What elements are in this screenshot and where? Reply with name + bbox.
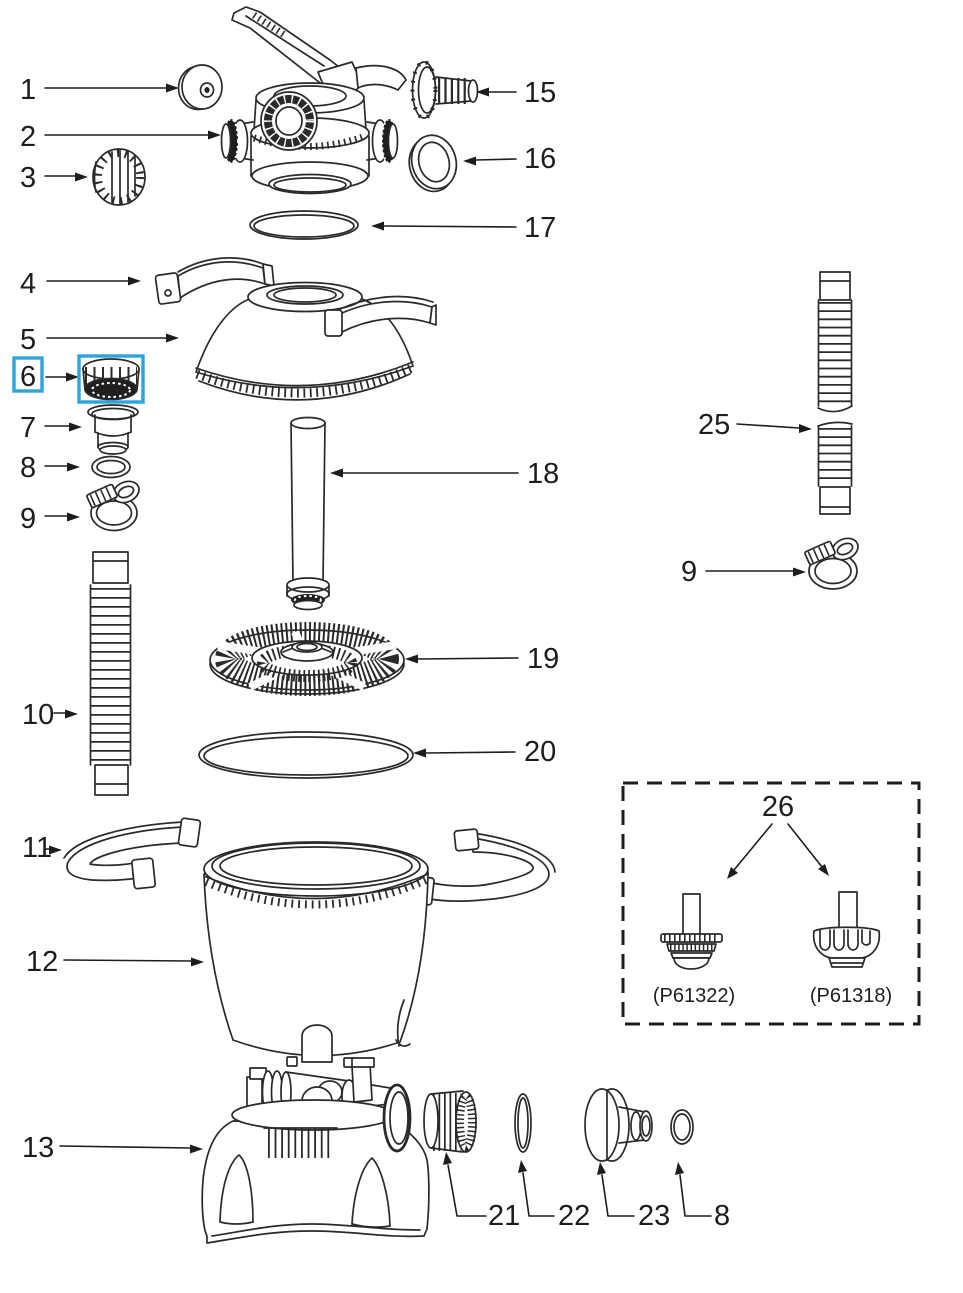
part-26-code-p61322: (P61322) — [653, 985, 735, 1007]
part-2-multiport-valve-drawing — [220, 6, 407, 195]
callout-lines — [44, 83, 829, 1217]
part-17-o-ring-drawing — [249, 210, 359, 240]
part-4-clamp-half-drawing — [154, 257, 275, 305]
part-3-knurled-cap-drawing — [92, 148, 146, 206]
part-16-seal-ring-drawing — [408, 134, 458, 193]
callout-12-label: 12 — [26, 946, 58, 978]
part-25-drain-hose-drawing — [817, 271, 853, 515]
part-10-hose-drawing — [89, 551, 132, 796]
part-1-gauge-cap-drawing — [177, 64, 223, 111]
part-11-clamp-ring-drawing — [63, 817, 556, 906]
callout-labels: 1 2 3 4 5 6 7 8 9 10 11 12 13 15 16 17 1… — [20, 74, 892, 1232]
callout-19-label: 19 — [527, 643, 559, 675]
callout-20-label: 20 — [524, 736, 556, 768]
part-19-filter-screen-drawing — [209, 622, 405, 696]
part-23-outlet-fitting-drawing — [584, 1088, 653, 1162]
callout-6-label: 6 — [20, 361, 36, 393]
part-5-tank-lid-drawing — [195, 281, 437, 401]
callout-25-label: 25 — [698, 409, 730, 441]
part-9-hose-clamp-drawing — [86, 480, 140, 532]
callout-13-label: 13 — [22, 1132, 54, 1164]
part-15-barb-fitting-drawing — [410, 60, 479, 120]
part-26-code-p61318: (P61318) — [810, 985, 892, 1007]
callout-18-label: 18 — [527, 458, 559, 490]
part-6-collar-nut-drawing — [82, 358, 140, 401]
callout-9b-label: 9 — [681, 556, 697, 588]
callout-7-label: 7 — [20, 412, 36, 444]
part-22-o-ring-drawing — [514, 1093, 532, 1153]
part-7-adapter-fitting-drawing — [87, 404, 139, 455]
callout-8b-label: 8 — [714, 1200, 730, 1232]
part-12-filter-tank-drawing — [203, 841, 429, 1068]
callout-9-label: 9 — [20, 503, 36, 535]
callout-5-label: 5 — [20, 324, 36, 356]
callout-4-label: 4 — [20, 268, 36, 300]
part-21-strainer-basket-drawing — [423, 1090, 477, 1153]
highlight-box-part-6 — [77, 354, 145, 404]
part-8-o-ring-bottom-drawing — [670, 1109, 694, 1145]
callout-11-label: 11 — [22, 832, 52, 864]
callout-26-label: 26 — [762, 791, 794, 823]
callout-2-label: 2 — [20, 121, 36, 153]
part-18-standpipe-drawing — [286, 416, 330, 611]
callout-15-label: 15 — [524, 77, 556, 109]
callout-3-label: 3 — [20, 162, 36, 194]
callout-1-label: 1 — [20, 74, 36, 106]
callout-10-label: 10 — [22, 699, 54, 731]
part-26-adapter-variant-a-drawing — [660, 893, 723, 970]
part-20-tank-o-ring-drawing — [198, 731, 414, 779]
callout-23-label: 23 — [638, 1200, 670, 1232]
callout-17-label: 17 — [524, 212, 556, 244]
callout-16-label: 16 — [524, 143, 556, 175]
callout-8-label: 8 — [20, 452, 36, 484]
highlight-box-label-6 — [12, 356, 44, 393]
part-26-adapter-variant-b-drawing — [812, 891, 881, 968]
part-8-o-ring-drawing — [91, 455, 131, 479]
part-9-hose-clamp-right-drawing — [804, 537, 859, 590]
callout-21-label: 21 — [488, 1200, 520, 1232]
part-26-inset-box — [621, 781, 921, 1026]
callout-22-label: 22 — [558, 1200, 590, 1232]
part-13-pump-base-drawing — [201, 1057, 430, 1244]
